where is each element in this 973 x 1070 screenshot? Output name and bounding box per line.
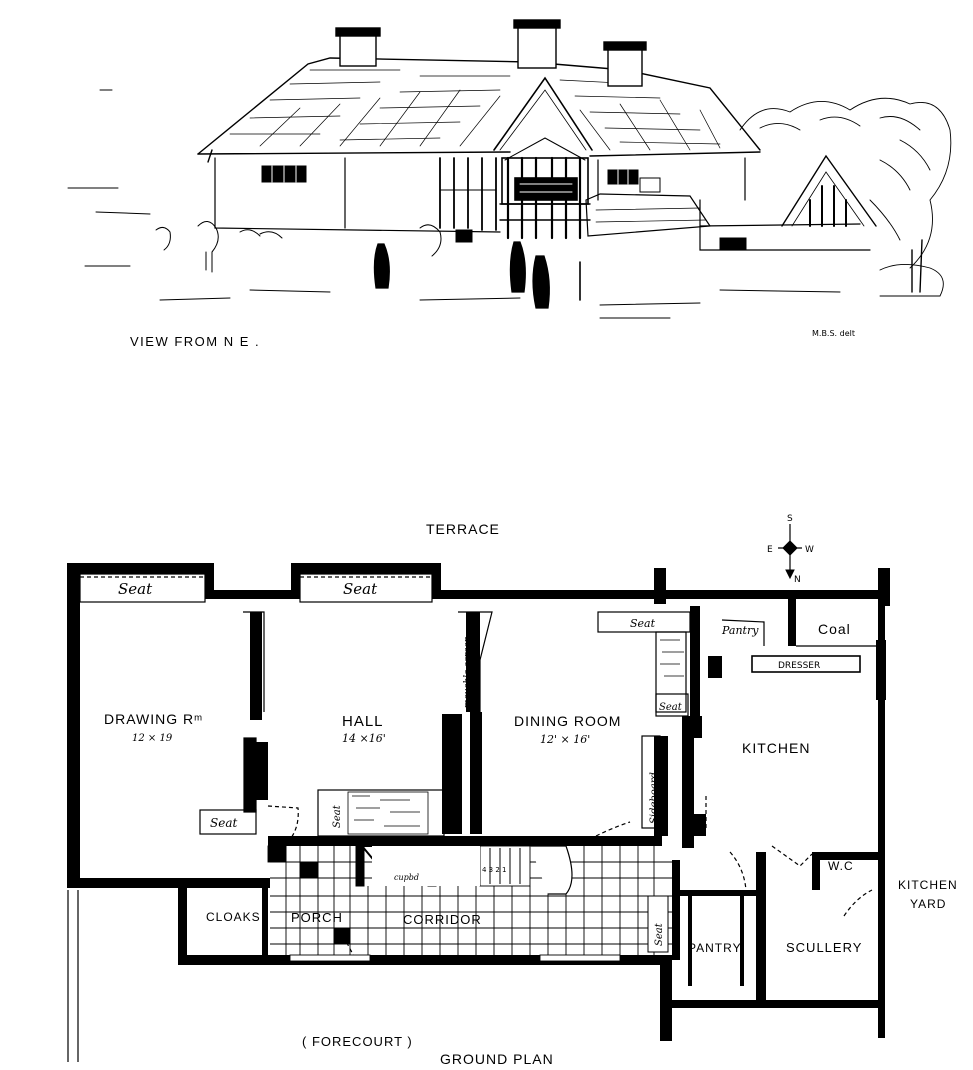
dresser-label: DRESSER: [778, 661, 820, 671]
room-wc: W.C: [828, 859, 854, 873]
central-gable: [493, 76, 593, 240]
compass-n: N: [794, 575, 801, 585]
seat-hall-fire-b: Seat: [450, 770, 463, 796]
seat-corridor-end: Seat: [654, 922, 665, 946]
stairs: [489, 848, 521, 884]
compass-s: S: [787, 514, 793, 524]
room-scullery: SCULLERY: [786, 940, 862, 955]
seat-drawing-top: Seat: [118, 580, 153, 598]
main-roof: [197, 57, 761, 163]
cupbd-label: cupbd: [394, 873, 419, 882]
room-kitchen-yard-2: YARD: [910, 897, 946, 911]
terrace-label: TERRACE: [426, 521, 500, 537]
compass-e: E: [767, 545, 773, 555]
room-dining: DINING ROOM: [514, 713, 621, 729]
plan-edge-lines: [67, 890, 79, 1062]
sideboard-label: Sideboard: [649, 772, 660, 824]
house-walls: [214, 157, 871, 251]
movable-screen-left: Movable screen: [255, 635, 265, 709]
room-kitchen: KITCHEN: [742, 740, 810, 756]
seat-dining-top: Seat: [630, 617, 656, 630]
trees: [739, 97, 952, 297]
seat-drawing-side: Seat: [210, 816, 237, 830]
chimneys: [335, 19, 647, 87]
house-sketch: [67, 19, 952, 319]
wing-roof: [585, 193, 861, 237]
dining-fittings: [597, 611, 691, 829]
sketch-windows: [261, 165, 747, 251]
room-hall: HALL: [342, 713, 384, 730]
room-porch: PORCH: [291, 910, 343, 925]
corridor-seat: [647, 895, 669, 953]
step-numbers: 4 3 2 1: [482, 866, 507, 874]
drawing-seat: [199, 737, 257, 835]
sketch-figures: [373, 241, 581, 309]
room-corridor: CORRIDOR: [403, 912, 482, 927]
forecourt-label: ( FORECOURT ): [302, 1034, 413, 1049]
room-kitchen-yard-1: KITCHEN: [898, 878, 958, 892]
pantry-small-label: Pantry: [721, 624, 759, 637]
kitchen-fittings: [721, 619, 883, 750]
exterior-walls: [67, 563, 890, 1041]
seat-hall-fire-a: Seat: [332, 804, 343, 828]
sketch-ground-lines: [67, 89, 841, 319]
sketch-caption: VIEW FROM N E .: [130, 334, 260, 349]
room-pantry: PANTRY: [688, 941, 742, 955]
room-drawing-dim: 12 × 19: [132, 733, 173, 744]
seat-dining-corner: Seat: [659, 702, 683, 713]
seat-hall-top: Seat: [343, 580, 378, 598]
roof-texture: [229, 69, 721, 151]
interior-walls: [80, 598, 886, 1002]
sketch-bushes: [155, 221, 442, 273]
movable-screen-right: movable screen: [463, 636, 473, 708]
movable-screens: [243, 611, 493, 712]
right-gable: [781, 154, 877, 227]
corridor-tiles: [267, 845, 672, 962]
room-cloaks: CLOAKS: [206, 910, 261, 924]
timber-framing: [439, 157, 497, 231]
top-seats: [79, 573, 878, 603]
room-dining-dim: 12' × 16': [540, 733, 590, 746]
compass-w: W: [805, 545, 814, 555]
compass-rose: [778, 524, 802, 580]
room-hall-dim: 14 ×16': [342, 732, 386, 745]
coal-label: Coal: [818, 621, 851, 637]
room-drawing: DRAWING Rᵐ: [104, 711, 203, 727]
ground-plan-title: GROUND PLAN: [440, 1051, 554, 1067]
ground-plan: TERRACE S E W N: [67, 514, 958, 1067]
sketch-signature: M.B.S. delt: [812, 329, 855, 338]
